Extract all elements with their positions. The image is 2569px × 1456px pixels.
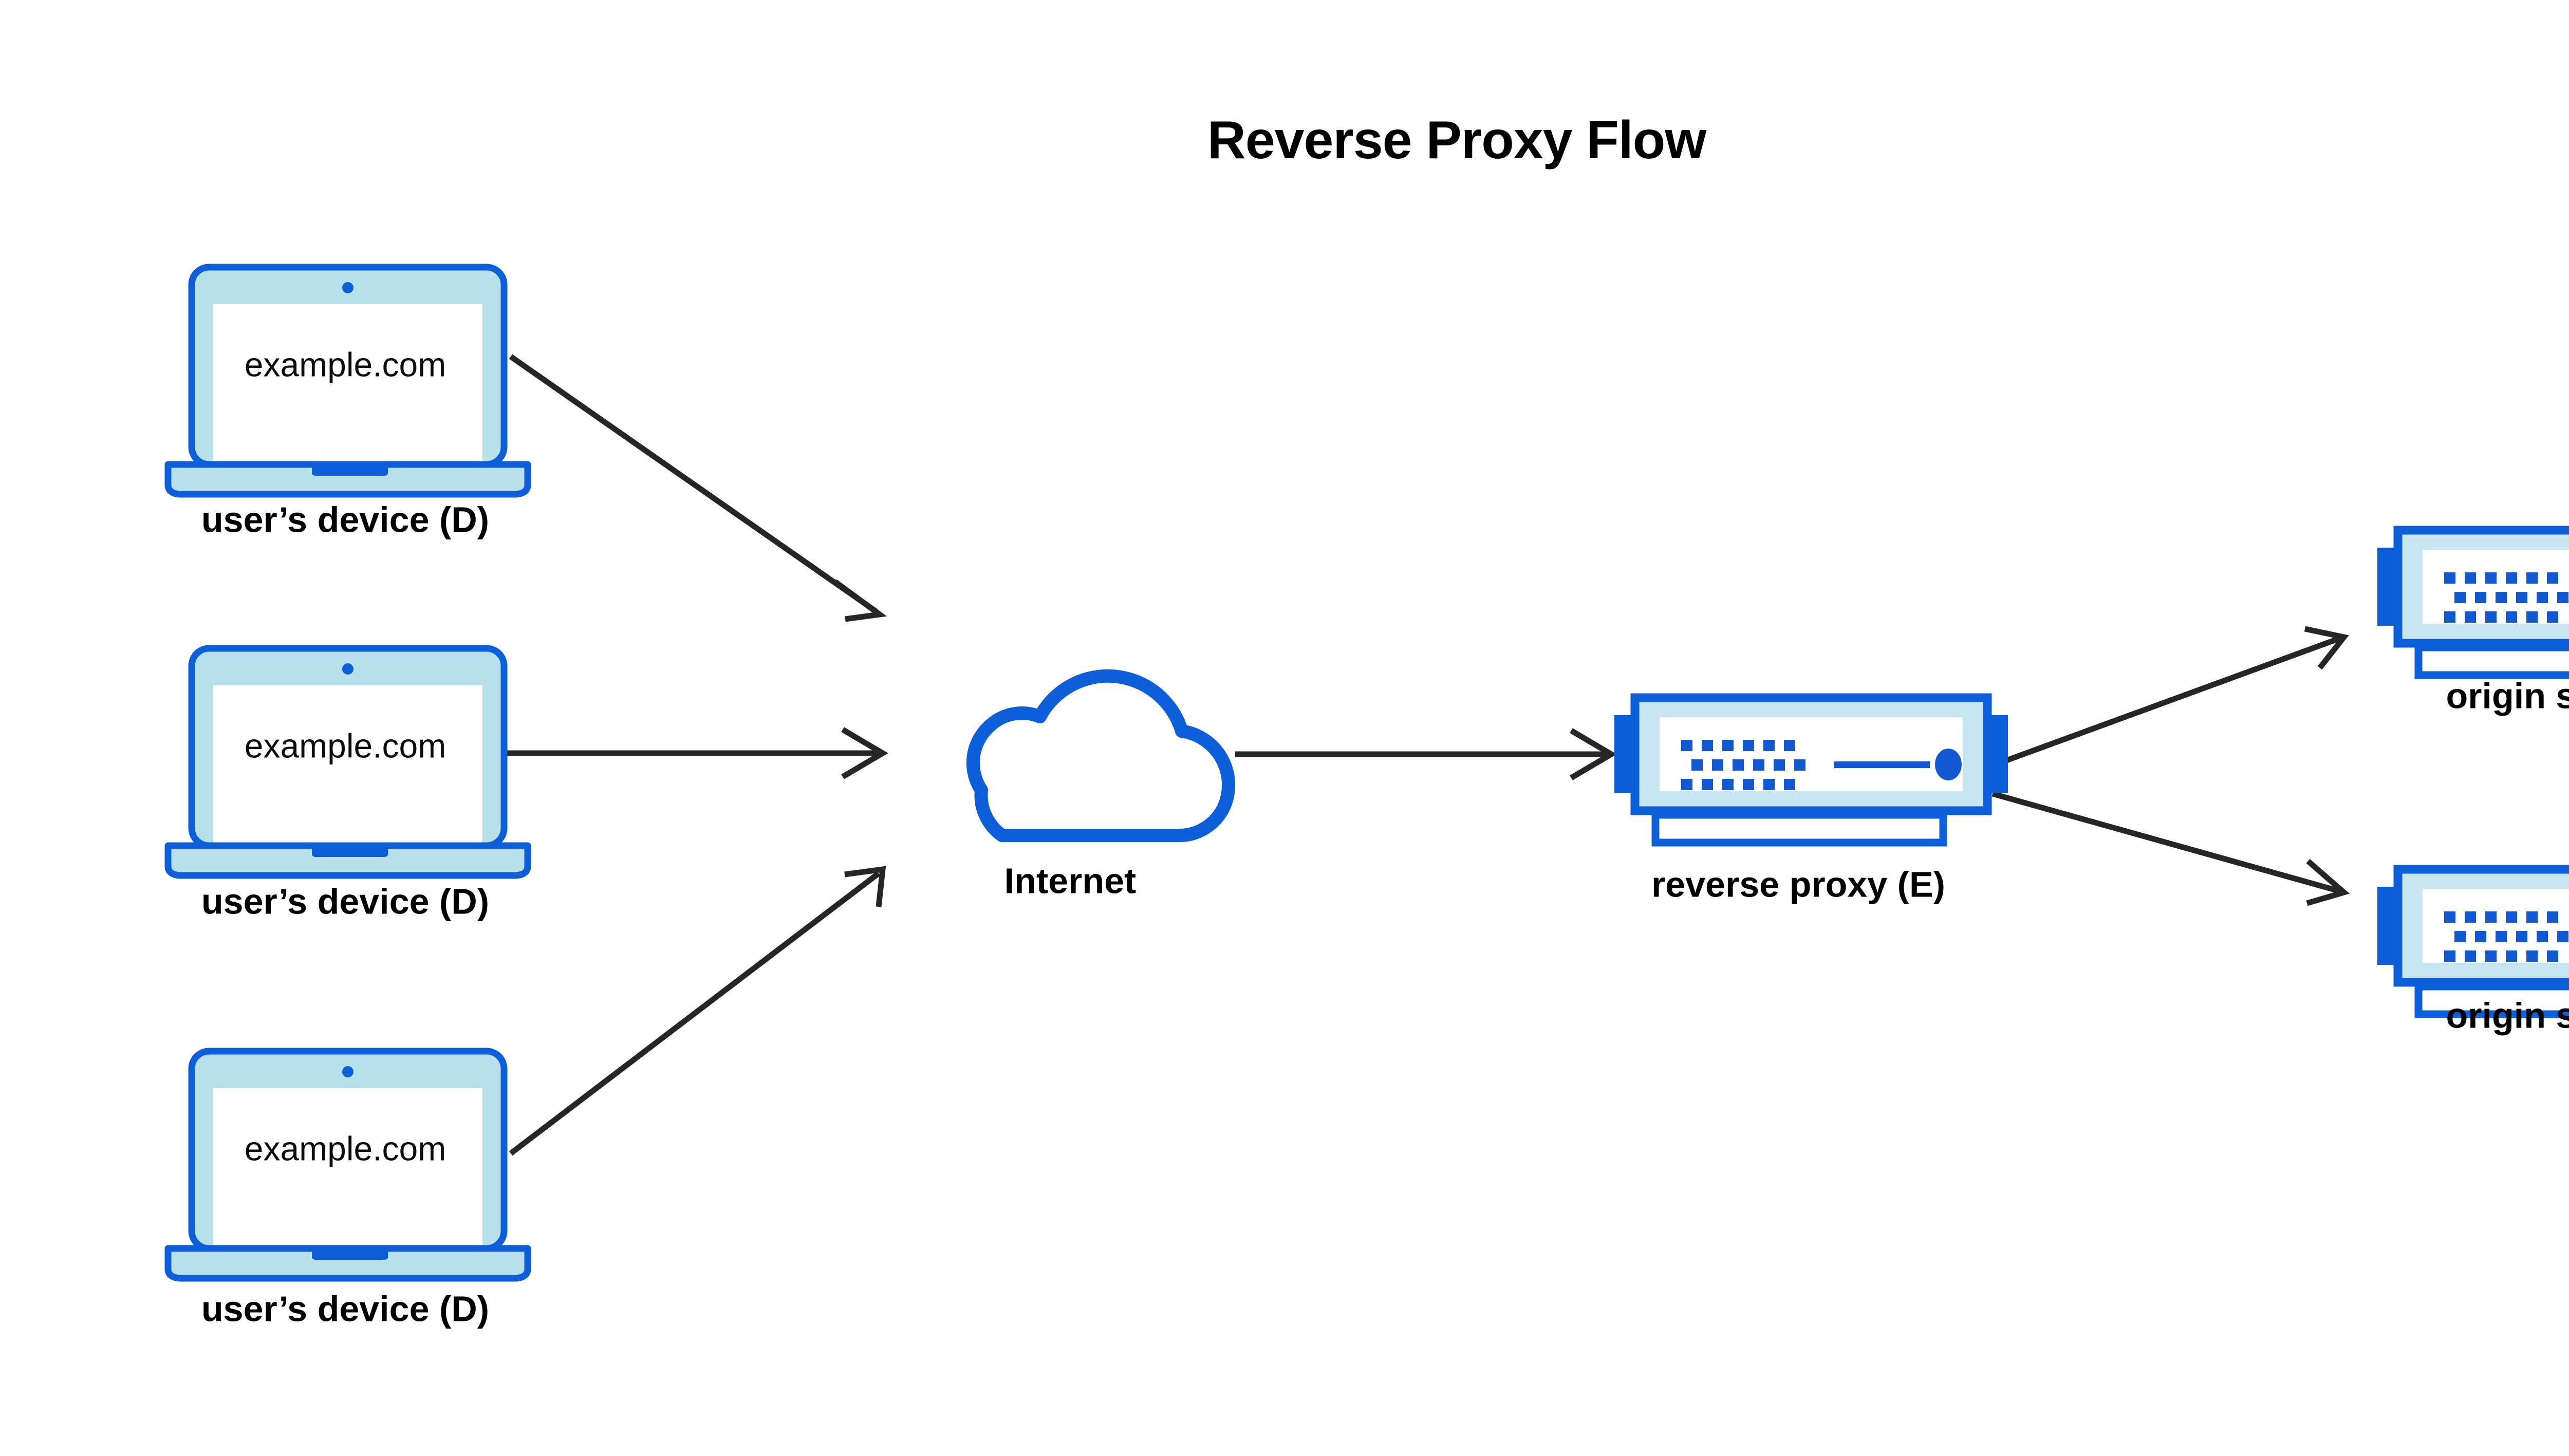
node-label-users-device: user’s device (D)	[201, 499, 490, 540]
laptop-screen-url: example.com	[244, 345, 446, 384]
arrow-client-top-to-internet	[509, 354, 887, 622]
arrow-reverse-proxy-to-origin-top	[1991, 626, 2349, 769]
node-label-origin-server: origin server (F)	[2446, 676, 2569, 716]
arrow-internet-to-reverse-proxy	[1235, 728, 1617, 780]
connector-arrows	[506, 354, 2350, 1156]
node-label-reverse-proxy: reverse proxy (E)	[1651, 864, 1945, 905]
server-icon	[2377, 530, 2569, 675]
server-icon	[1614, 698, 2008, 843]
node-label-internet: Internet	[1004, 861, 1137, 901]
arrow-client-middle-to-internet	[506, 727, 888, 779]
node-label-users-device: user’s device (D)	[201, 1289, 490, 1329]
node-label-origin-server: origin server (F)	[2446, 995, 2569, 1036]
laptop-screen-url: example.com	[244, 726, 446, 765]
laptop-screen-url: example.com	[244, 1129, 446, 1168]
cloud-icon	[973, 676, 1228, 835]
arrow-client-bottom-to-internet	[509, 866, 886, 1156]
page-title: Reverse Proxy Flow	[1207, 110, 1706, 170]
arrow-reverse-proxy-to-origin-bottom	[1991, 791, 2350, 906]
server-icon	[2377, 869, 2569, 1014]
node-label-users-device: user’s device (D)	[201, 881, 490, 922]
